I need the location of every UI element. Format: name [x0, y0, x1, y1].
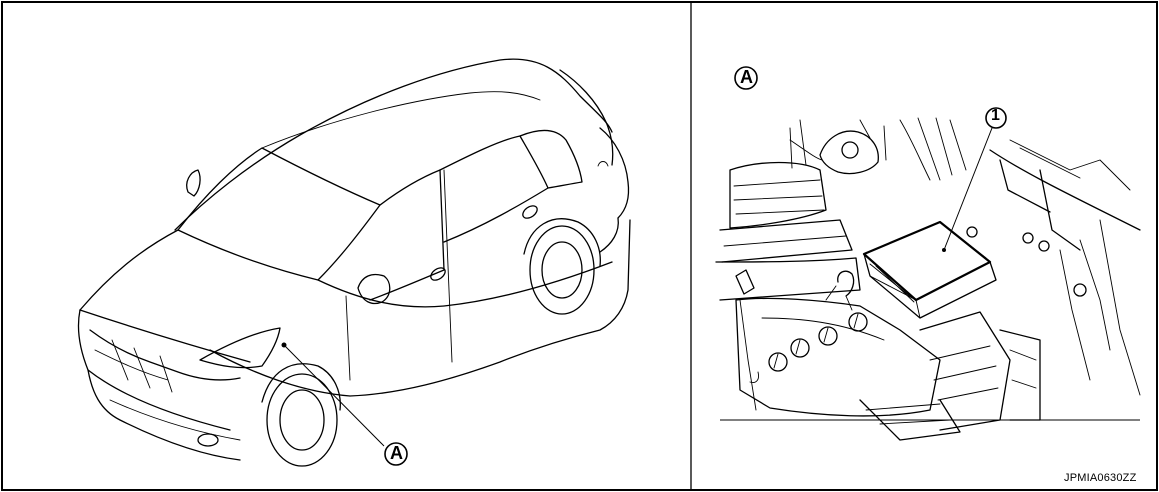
- detail-callout-circle: [734, 66, 758, 90]
- image-code: JPMIA0630ZZ: [1064, 472, 1137, 484]
- fuse-block-component: [862, 220, 992, 302]
- vehicle-callout-circle: [384, 442, 408, 466]
- engine-bay-illustration: [715, 66, 1141, 441]
- detail-callout-label: A: [740, 67, 753, 87]
- vehicle-callout-label: A: [390, 443, 403, 463]
- part-number-label: 1: [991, 107, 1000, 124]
- part-1-callout-circle: [985, 107, 1007, 129]
- vehicle-illustration: [77, 58, 631, 467]
